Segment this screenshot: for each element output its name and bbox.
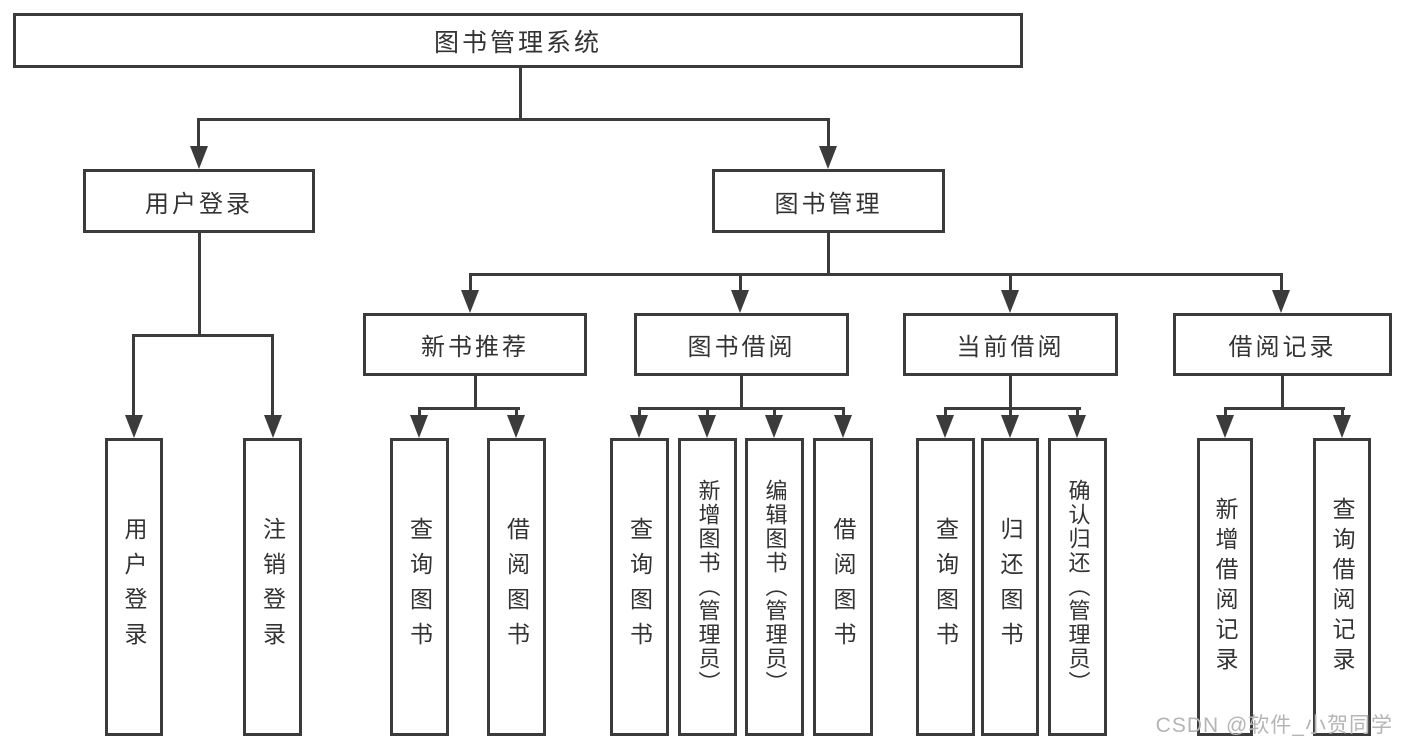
edge-line bbox=[827, 233, 830, 276]
edge-line bbox=[197, 118, 200, 150]
arrowhead bbox=[1216, 415, 1234, 438]
leaf-user-login: 用户登录 bbox=[105, 438, 163, 736]
edge-line bbox=[1341, 407, 1344, 417]
edge-line bbox=[418, 407, 520, 410]
edge-line bbox=[469, 273, 1282, 276]
arrowhead bbox=[190, 146, 208, 169]
arrowhead bbox=[698, 415, 716, 438]
edge-line bbox=[739, 273, 742, 293]
node-label: 新增图书（管理员） bbox=[695, 479, 721, 695]
node-label: 图书借阅 bbox=[687, 334, 796, 361]
node-library-system: 图书管理系统 bbox=[13, 13, 1023, 68]
arrowhead bbox=[1001, 290, 1019, 313]
edge-line bbox=[842, 407, 845, 417]
arrowhead bbox=[1333, 415, 1351, 438]
leaf-add-books-admin: 新增图书（管理员） bbox=[678, 438, 737, 736]
arrowhead bbox=[264, 415, 282, 438]
watermark: CSDN @软件_小贺同学 bbox=[1155, 714, 1393, 737]
node-book-management: 图书管理 bbox=[712, 169, 945, 233]
edge-line bbox=[1224, 407, 1345, 410]
edge-line bbox=[1009, 376, 1012, 409]
edge-line bbox=[515, 407, 518, 417]
node-label: 查询借阅记录 bbox=[1329, 497, 1355, 677]
edge-line bbox=[197, 118, 830, 121]
edge-line bbox=[132, 334, 274, 337]
edge-line bbox=[271, 334, 274, 415]
edge-line bbox=[1281, 376, 1284, 409]
node-borrowing-records: 借阅记录 bbox=[1173, 313, 1392, 376]
arrowhead bbox=[630, 415, 648, 438]
node-current-borrowing: 当前借阅 bbox=[903, 313, 1118, 376]
edge-line bbox=[474, 376, 477, 409]
node-label: 新书推荐 bbox=[421, 334, 529, 361]
edge-line bbox=[519, 68, 522, 120]
leaf-confirm-return-admin: 确认归还（管理员） bbox=[1048, 438, 1107, 736]
arrowhead bbox=[461, 290, 479, 313]
edge-line bbox=[638, 407, 845, 410]
node-label: 新增借阅记录 bbox=[1212, 497, 1238, 677]
node-label: 编辑图书（管理员） bbox=[762, 479, 788, 695]
leaf-borrow-books-borrow: 借阅图书 bbox=[813, 438, 873, 736]
edge-line bbox=[944, 407, 1081, 410]
node-label: 图书管理系统 bbox=[433, 28, 602, 57]
node-label: 借阅图书 bbox=[503, 517, 530, 657]
edge-line bbox=[418, 407, 421, 417]
node-new-book-recommendation: 新书推荐 bbox=[363, 313, 587, 376]
leaf-logout-login: 注销登录 bbox=[243, 438, 302, 736]
node-label: 注销登录 bbox=[259, 517, 286, 657]
edge-line bbox=[827, 118, 830, 150]
leaf-return-books: 归还图书 bbox=[981, 438, 1039, 736]
leaf-query-books-current: 查询图书 bbox=[916, 438, 975, 736]
edge-line bbox=[1224, 407, 1227, 417]
node-label: 确认归还（管理员） bbox=[1065, 479, 1091, 695]
arrowhead bbox=[819, 146, 837, 169]
edge-line bbox=[944, 407, 947, 417]
edge-line bbox=[706, 407, 709, 417]
node-label: 归还图书 bbox=[997, 517, 1023, 657]
node-label: 借阅记录 bbox=[1228, 334, 1337, 361]
edge-line bbox=[469, 273, 472, 293]
arrowhead bbox=[765, 415, 783, 438]
arrowhead bbox=[1001, 415, 1019, 438]
leaf-query-books-borrow: 查询图书 bbox=[610, 438, 669, 736]
edge-line bbox=[740, 376, 743, 409]
leaf-query-borrow-record: 查询借阅记录 bbox=[1313, 438, 1371, 736]
arrowhead bbox=[834, 415, 852, 438]
arrowhead bbox=[507, 415, 525, 438]
edge-line bbox=[1009, 273, 1012, 293]
arrowhead bbox=[410, 415, 428, 438]
leaf-edit-books-admin: 编辑图书（管理员） bbox=[745, 438, 804, 736]
node-label: 借阅图书 bbox=[830, 517, 856, 657]
node-label: 用户登录 bbox=[145, 190, 253, 218]
edge-line bbox=[638, 407, 641, 417]
node-book-borrowing: 图书借阅 bbox=[634, 313, 849, 376]
node-label: 查询图书 bbox=[406, 517, 433, 657]
leaf-query-books-recommend: 查询图书 bbox=[390, 438, 449, 736]
edge-line bbox=[132, 334, 135, 415]
node-label: 当前借阅 bbox=[956, 334, 1065, 361]
arrowhead bbox=[1272, 290, 1290, 313]
arrowhead bbox=[936, 415, 954, 438]
arrowhead bbox=[1068, 415, 1086, 438]
leaf-borrow-books-recommend: 借阅图书 bbox=[487, 438, 546, 736]
edge-line bbox=[198, 233, 201, 336]
leaf-add-borrow-record: 新增借阅记录 bbox=[1197, 438, 1253, 736]
arrowhead bbox=[731, 290, 749, 313]
node-label: 图书管理 bbox=[774, 190, 883, 218]
node-label: 用户登录 bbox=[121, 517, 147, 657]
node-user-login: 用户登录 bbox=[83, 169, 315, 233]
edge-line bbox=[773, 407, 776, 417]
edge-line bbox=[1009, 407, 1012, 417]
edge-line bbox=[1280, 273, 1283, 293]
node-label: 查询图书 bbox=[932, 517, 959, 657]
edge-line bbox=[1076, 407, 1079, 417]
arrowhead bbox=[125, 415, 143, 438]
node-label: 查询图书 bbox=[626, 517, 653, 657]
